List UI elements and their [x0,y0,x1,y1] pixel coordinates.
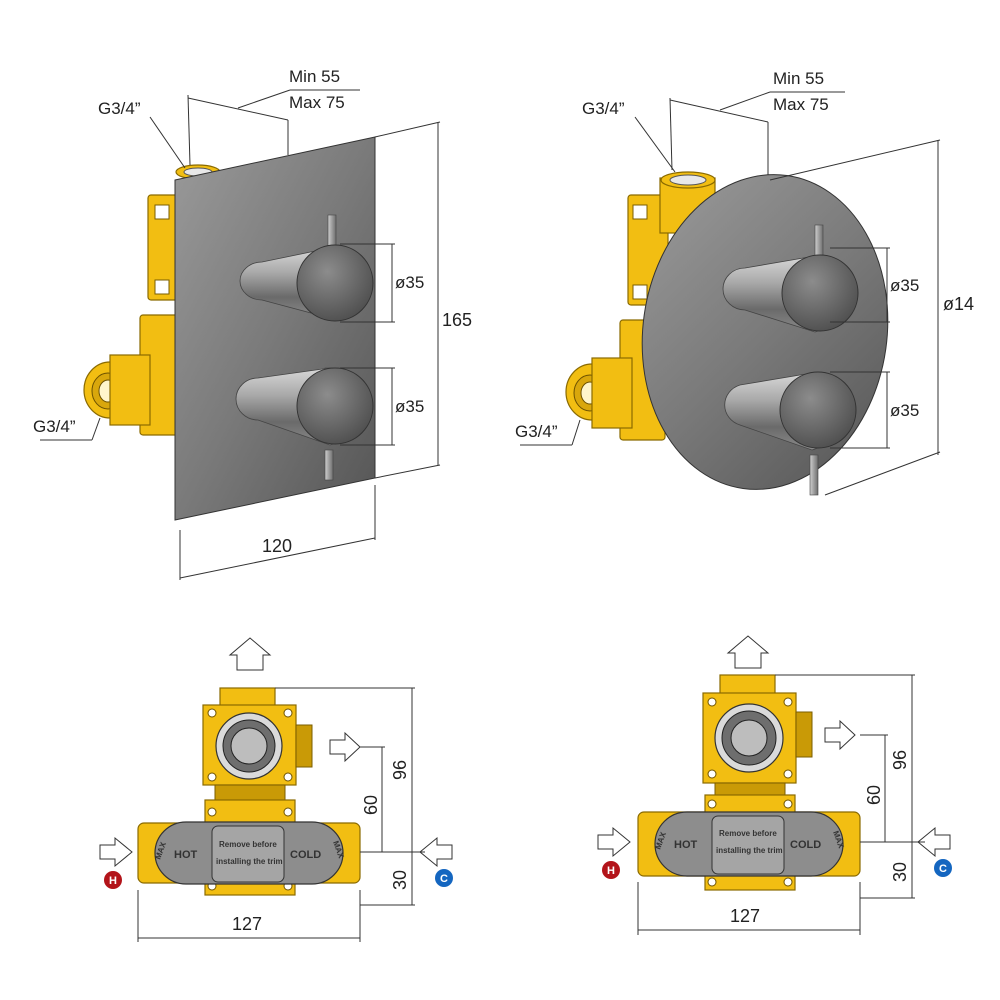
notice-line-2: installing the trim [716,846,783,855]
hot-inlet-arrow-icon [597,826,631,858]
round-depth-max: Max 75 [773,95,829,114]
knob-upper-round [722,224,859,333]
square-width: 120 [262,536,292,556]
body-right-dim-96: 96 [890,750,910,770]
cold-inlet-arrow-icon [917,826,951,858]
round-thread-top: G3/4” [582,99,625,118]
body-left-dim-127: 127 [232,914,262,934]
round-knob-dia-2: ø35 [890,401,919,420]
hot-badge-icon [602,861,620,879]
cold-label: COLD [790,839,821,851]
knob-upper-square [239,214,374,322]
cold-badge-text: C [440,873,448,885]
body-left-dimension-lines [137,687,425,942]
cold-badge-icon [435,869,453,887]
cold-badge-text: C [939,863,947,875]
round-plate-view: Min 55 Max 75 G3/4” ø35 ø35 ø14 G3/4” [515,69,974,496]
square-depth-max: Max 75 [289,93,345,112]
outlet-arrow-right-icon [329,731,361,763]
square-height: 165 [442,310,472,330]
square-plate-view: Min 55 Max 75 G3/4” ø35 ø35 165 120 G3/4… [33,67,472,580]
cold-badge-icon [934,859,952,877]
cold-inlet-arrow-icon [419,836,453,868]
body-left-dim-30: 30 [390,870,410,890]
notice-line-1: Remove before [719,829,777,838]
valve-body-left: HOT COLD Remove before installing the tr… [99,637,453,942]
body-right-dim-60: 60 [864,785,884,805]
outlet-arrow-right-icon [824,719,856,751]
square-knob-dia-1: ø35 [395,273,424,292]
body-left-dim-60: 60 [361,795,381,815]
round-dimension-lines [520,91,941,496]
square-thread-side: G3/4” [33,417,76,436]
square-depth-min: Min 55 [289,67,340,86]
hot-badge-text: H [607,865,615,877]
hot-label: HOT [174,849,198,861]
body-right-dimension-lines [637,674,925,935]
body-left-dim-96: 96 [390,760,410,780]
notice-line-1: Remove before [219,840,277,849]
round-thread-side: G3/4” [515,422,558,441]
body-right-dim-30: 30 [890,862,910,882]
square-knob-dia-2: ø35 [395,397,424,416]
hot-label: HOT [674,839,698,851]
outlet-arrow-up-icon [726,635,770,669]
outlet-arrow-up-icon [228,637,272,671]
hot-inlet-arrow-icon [99,836,133,868]
square-thread-top: G3/4” [98,99,141,118]
round-depth-min: Min 55 [773,69,824,88]
notice-line-2: installing the trim [216,857,283,866]
knob-lower-square [235,367,374,481]
round-diameter: ø14 [943,294,974,314]
square-dimension-lines [40,89,441,580]
body-right-dim-127: 127 [730,906,760,926]
valve-body-right: HOT COLD Remove before installing the tr… [597,635,952,935]
hot-badge-text: H [109,875,117,887]
round-knob-dia-1: ø35 [890,276,919,295]
cold-label: COLD [290,849,321,861]
hot-badge-icon [104,871,122,889]
square-cover-plate [174,136,376,521]
knob-lower-round [724,371,857,496]
